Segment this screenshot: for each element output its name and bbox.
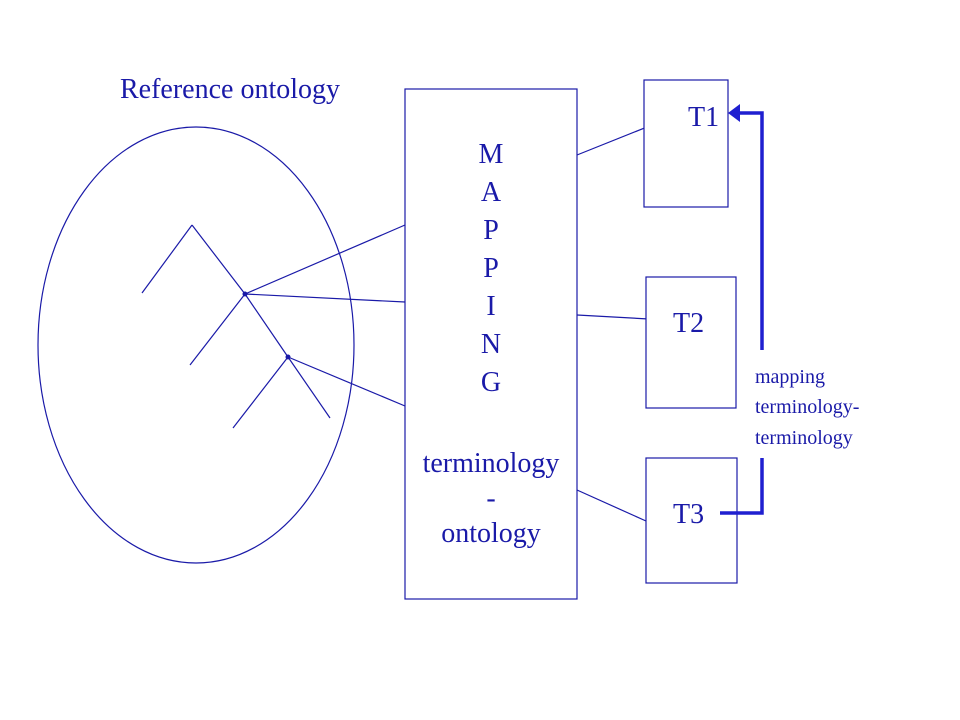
ontology-ellipse — [37, 126, 355, 564]
side-label: mapping terminology- terminology — [755, 366, 859, 449]
mapping-arrow-upper — [738, 111, 764, 350]
mapping-letter: N — [481, 329, 501, 360]
terminology-box-t1 — [643, 79, 729, 208]
tree-edge — [191, 224, 246, 295]
mapping-box — [404, 88, 578, 600]
terminology-label-t1: T1 — [688, 102, 719, 133]
reference-ontology-title: Reference ontology — [120, 74, 340, 105]
tree-edge — [232, 356, 289, 429]
tree-edge — [287, 356, 331, 419]
ontology-link — [244, 224, 406, 295]
tree-edge — [189, 293, 246, 366]
mapping-letter: M — [479, 139, 504, 170]
mapping-letter: I — [486, 291, 495, 322]
terminology-label-t3: T3 — [673, 499, 704, 530]
mapping-arrow-lower — [720, 458, 764, 515]
mapping-subtitle-line: - — [486, 483, 495, 514]
arrowhead-icon — [728, 104, 740, 122]
mapping-letter: A — [481, 177, 502, 208]
tree-edge — [141, 224, 193, 294]
side-label-line: terminology — [755, 427, 853, 449]
mapping-letter: P — [483, 215, 499, 246]
side-label-line: terminology- — [755, 396, 859, 418]
mapping-subtitle: terminology - ontology — [423, 448, 560, 549]
ontology-tree — [141, 224, 331, 429]
terminology-box-t3 — [645, 457, 738, 584]
mapping-subtitle-line: ontology — [441, 518, 541, 549]
ontology-link — [287, 356, 406, 407]
terminology-label-t2: T2 — [673, 308, 704, 339]
mapping-letter: G — [481, 367, 501, 398]
mapping-subtitle-line: terminology — [423, 448, 560, 479]
terminology-link — [576, 489, 647, 522]
side-label-line: mapping — [755, 366, 825, 388]
ontology-links — [244, 224, 406, 407]
ontology-link — [244, 293, 406, 303]
terminology-box-t2 — [645, 276, 737, 409]
mapping-letter: P — [483, 253, 499, 284]
tree-edge — [244, 293, 289, 358]
